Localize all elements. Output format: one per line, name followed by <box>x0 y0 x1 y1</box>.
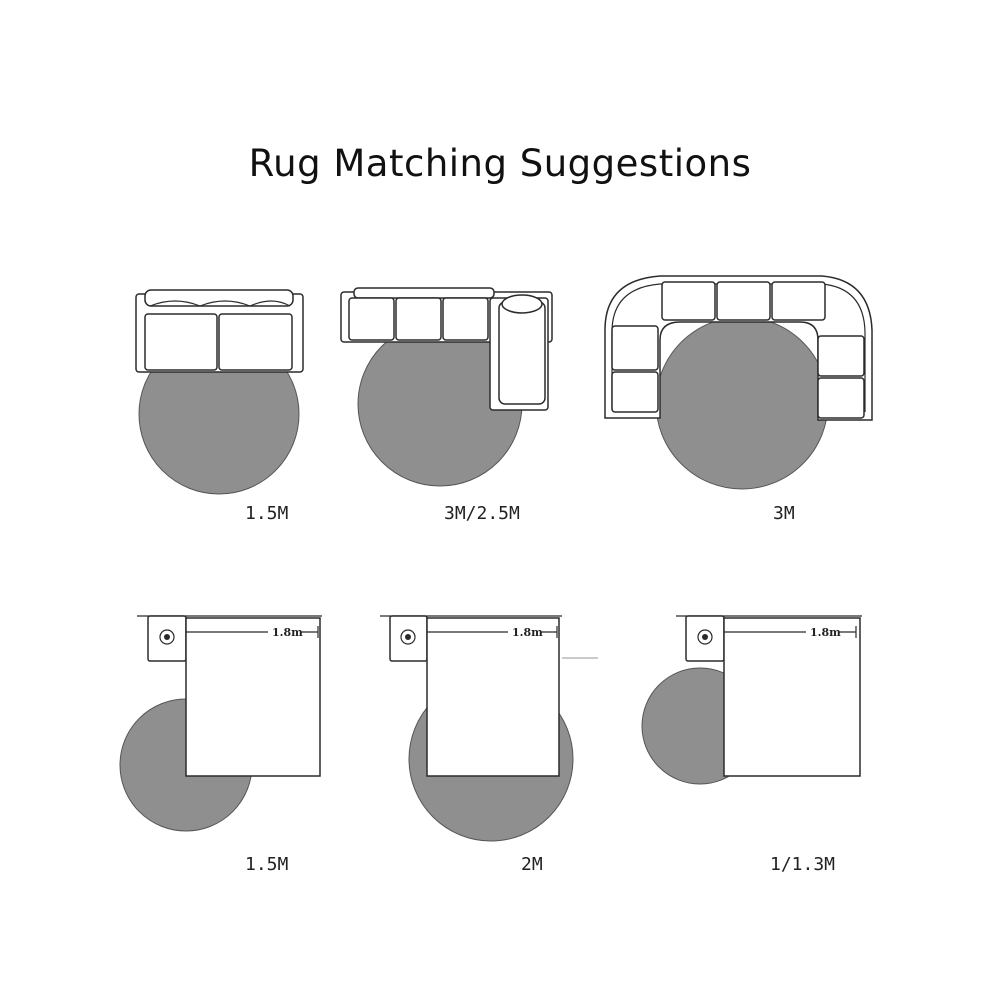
sofa-chaise-cushion <box>498 301 546 405</box>
page-title: Rug Matching Suggestions <box>248 142 752 185</box>
caption-panel-1: 1.5M <box>245 503 289 524</box>
panel-sofa-two-seat <box>135 289 304 495</box>
sofa-back-seat-1 <box>661 281 716 321</box>
sofa-left-seat-2 <box>611 371 659 413</box>
dimension-label: 1.8m <box>272 626 303 639</box>
sofa-backrest-line <box>611 283 866 412</box>
caption-panel-4: 1.5M <box>245 854 289 875</box>
caption-panel-6: 1/1.3M <box>770 854 836 875</box>
sofa-right-seat-1 <box>817 335 865 377</box>
sofa-right-seat-2 <box>817 377 865 419</box>
sofa-seat-right <box>218 313 293 371</box>
caption-panel-5: 2M <box>521 854 543 875</box>
lamp-icon <box>400 629 416 645</box>
sofa-seat-1 <box>348 297 395 341</box>
sofa-seat-3 <box>442 297 489 341</box>
sofa-back-seat-3 <box>771 281 826 321</box>
round-rug <box>655 316 829 490</box>
sofa-seat-2 <box>395 297 442 341</box>
panel-sofa-u-shaped <box>604 275 873 490</box>
bed <box>185 617 321 777</box>
sofa-backrest <box>144 289 294 307</box>
panel-sofa-l-shaped <box>340 287 553 487</box>
bed <box>723 617 861 777</box>
dimension-label: 1.8m <box>512 626 543 639</box>
sofa-left-seat-1 <box>611 325 659 371</box>
lamp-icon <box>159 629 175 645</box>
lamp-center <box>405 634 411 640</box>
lamp-icon <box>697 629 713 645</box>
panel-bed-3: 1.8m <box>641 615 862 785</box>
panel-bed-1: 1.8m <box>119 615 322 832</box>
lamp-center <box>702 634 708 640</box>
panel-bed-2: 1.8m <box>380 615 598 842</box>
sofa-seat-left <box>144 313 218 371</box>
caption-panel-2: 3M/2.5M <box>444 503 520 524</box>
lamp-center <box>164 634 170 640</box>
sofa-cushion-top <box>149 300 291 307</box>
sofa-back-seat-2 <box>716 281 771 321</box>
bed <box>426 617 560 777</box>
dimension-label: 1.8m <box>810 626 841 639</box>
caption-panel-3: 3M <box>773 503 795 524</box>
sofa-chaise-pillow <box>501 294 543 314</box>
sofa-backrest <box>353 287 495 299</box>
